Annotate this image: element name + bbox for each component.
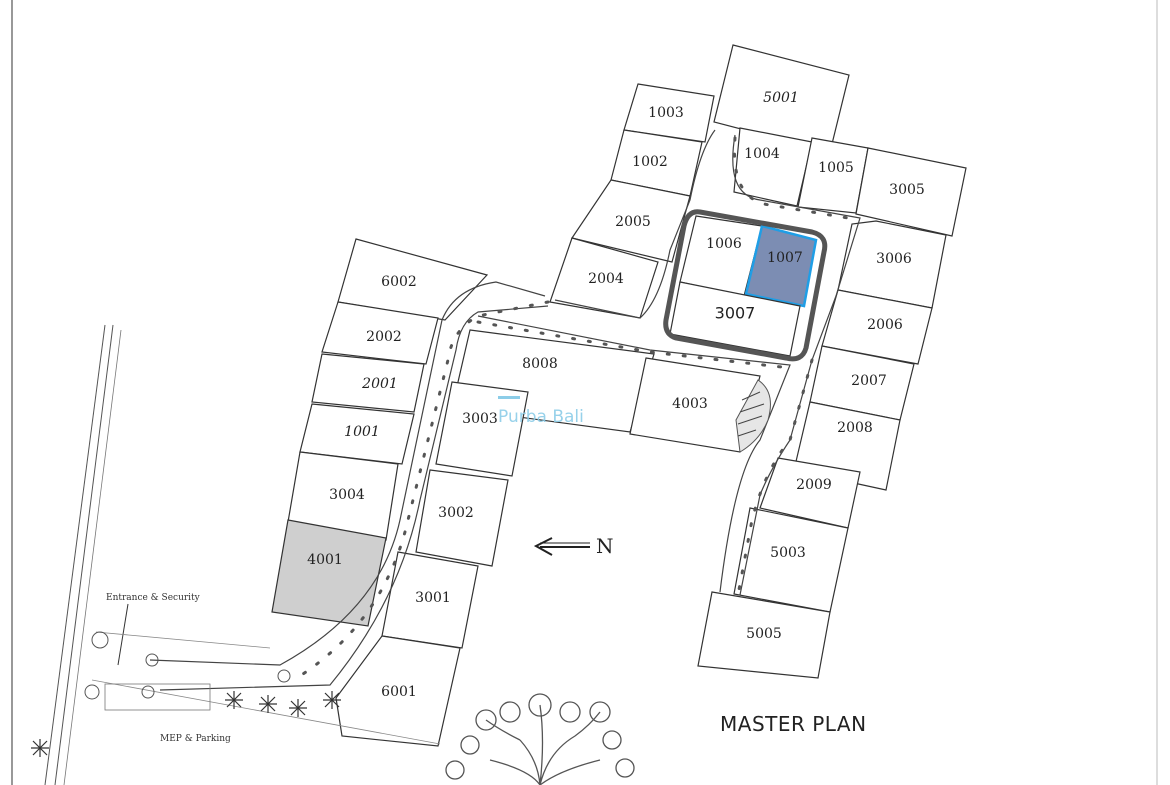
svg-text:3004: 3004 <box>329 487 365 503</box>
svg-text:1003: 1003 <box>648 105 684 121</box>
lot-3004[interactable]: 3004 <box>287 451 399 541</box>
lot-6002[interactable]: 6002 <box>337 238 489 321</box>
svg-text:1007: 1007 <box>767 250 803 266</box>
svg-text:5001: 5001 <box>763 90 799 106</box>
lot-2005[interactable]: 2005 <box>571 179 691 263</box>
svg-text:3001: 3001 <box>415 590 451 606</box>
lot-3005[interactable]: 3005 <box>855 147 967 237</box>
svg-text:2007: 2007 <box>851 373 887 389</box>
svg-text:3002: 3002 <box>438 505 474 521</box>
entrance-area: Entrance & Security MEP & Parking <box>84 593 441 745</box>
mep-label: MEP & Parking <box>160 734 231 744</box>
lot-2006[interactable]: 2006 <box>821 289 933 365</box>
svg-text:2002: 2002 <box>366 329 402 345</box>
svg-text:5005: 5005 <box>746 626 782 642</box>
svg-text:2004: 2004 <box>588 271 624 287</box>
boundary-road-line <box>44 324 106 785</box>
lot-3006[interactable]: 3006 <box>837 220 947 309</box>
inner-block-ring <box>663 209 828 362</box>
svg-text:1001: 1001 <box>344 424 380 440</box>
svg-text:2008: 2008 <box>837 420 873 436</box>
lot-1001[interactable]: 1001 <box>299 403 415 465</box>
lot-3003[interactable]: 3003 <box>435 381 529 477</box>
lot-6001[interactable]: 6001 <box>335 635 461 747</box>
lot-5005[interactable]: 5005 <box>697 591 831 679</box>
svg-text:1002: 1002 <box>632 154 668 170</box>
page-title: MASTER PLAN <box>720 712 867 736</box>
svg-text:1005: 1005 <box>818 160 854 176</box>
tree-icon <box>445 693 635 785</box>
svg-text:3005: 3005 <box>889 182 925 198</box>
svg-text:2005: 2005 <box>615 214 651 230</box>
lot-1007[interactable]: 1007 <box>744 224 818 308</box>
landscape-plants <box>737 391 765 437</box>
svg-text:6001: 6001 <box>381 684 417 700</box>
svg-text:8008: 8008 <box>522 356 558 372</box>
svg-text:2001: 2001 <box>361 376 398 392</box>
svg-text:1006: 1006 <box>706 236 742 252</box>
lot-2001[interactable]: 2001 <box>311 353 425 413</box>
svg-text:1004: 1004 <box>744 146 780 162</box>
boundary-road-line <box>54 324 114 785</box>
north-label: N <box>596 534 614 558</box>
svg-text:2006: 2006 <box>867 317 903 333</box>
main-road <box>149 129 862 691</box>
watermark-text: Purba Bali <box>498 407 584 427</box>
lot-4001[interactable]: 4001 <box>271 519 387 627</box>
north-arrow-icon <box>533 537 590 556</box>
svg-text:4003: 4003 <box>672 396 708 412</box>
lot-5001[interactable]: 5001 <box>713 44 850 153</box>
watermark-bar <box>498 396 520 399</box>
svg-text:3007: 3007 <box>715 304 756 323</box>
svg-text:3003: 3003 <box>462 411 498 427</box>
entrance-label: Entrance & Security <box>106 593 201 603</box>
lot-2002[interactable]: 2002 <box>321 301 439 365</box>
lot-3007[interactable]: 3007 <box>669 281 801 357</box>
lot-3002[interactable]: 3002 <box>415 469 509 567</box>
svg-text:6002: 6002 <box>381 274 417 290</box>
svg-text:5003: 5003 <box>770 545 806 561</box>
lot-1006[interactable]: 1006 <box>679 215 763 297</box>
svg-text:4001: 4001 <box>307 552 343 568</box>
lot-4003[interactable]: 4003 <box>629 357 761 453</box>
lot-3001[interactable]: 3001 <box>381 551 479 649</box>
svg-text:3006: 3006 <box>876 251 912 267</box>
palm-trees <box>31 691 341 757</box>
lot-1003[interactable]: 1003 <box>623 83 715 143</box>
svg-text:2009: 2009 <box>796 477 832 493</box>
boundary-road-line <box>63 329 122 785</box>
